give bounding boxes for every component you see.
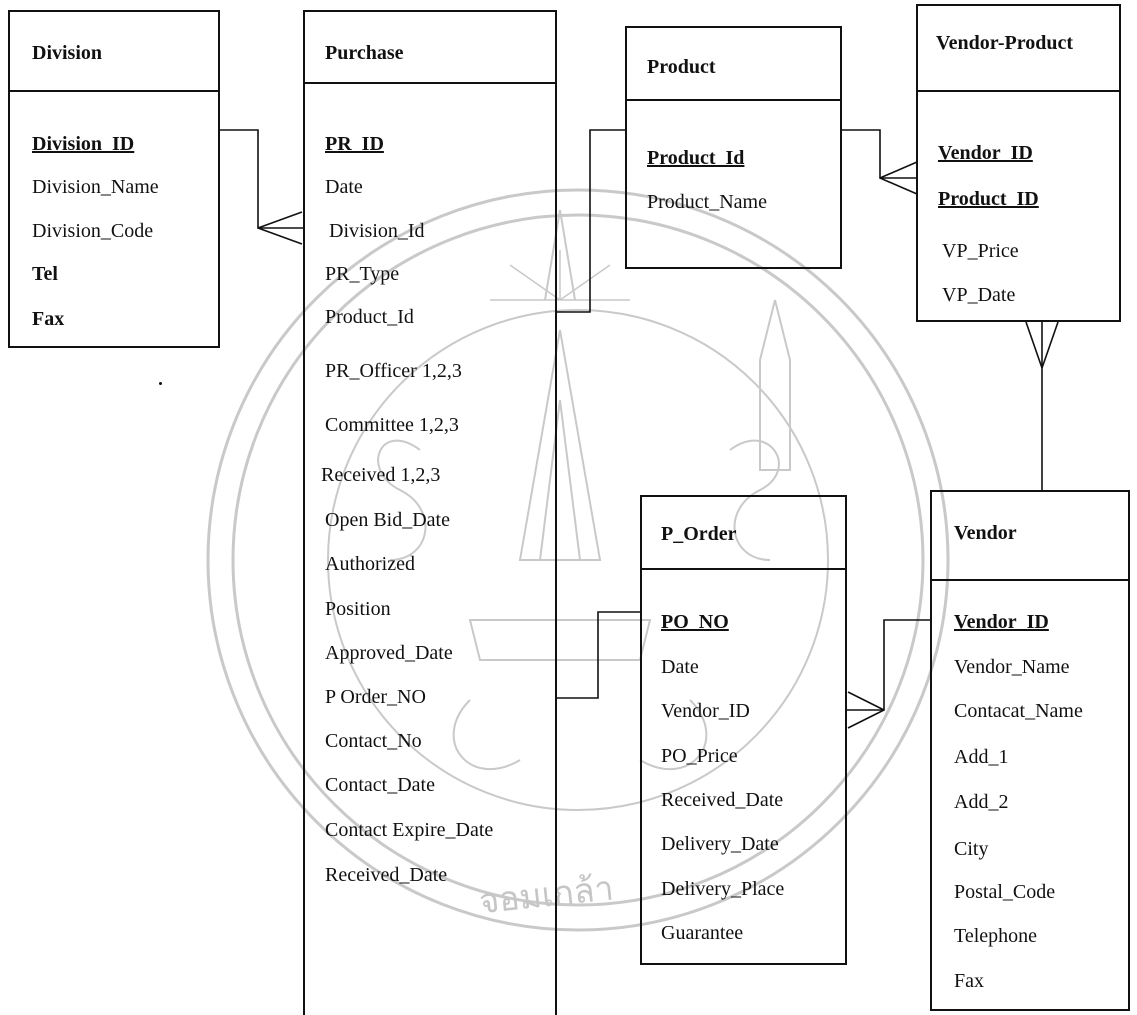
attr-purchase-division-id: Division_Id bbox=[329, 220, 425, 242]
attr-purchase-open-bid-date: Open Bid_Date bbox=[325, 509, 450, 531]
attr-purchase-received: Received 1,2,3 bbox=[321, 464, 441, 486]
attr-vendor-product-price: VP_Price bbox=[942, 240, 1019, 262]
attr-vendor-contact-name: Contacat_Name bbox=[954, 700, 1083, 722]
attr-vendor-name: Vendor_Name bbox=[954, 656, 1070, 678]
attr-purchase-contact-no: Contact_No bbox=[325, 730, 422, 752]
entity-p-order-title: P_Order bbox=[661, 523, 737, 545]
entity-vendor-title: Vendor bbox=[954, 522, 1017, 544]
vendor-porder-relationship bbox=[846, 619, 930, 729]
attr-p-order-date: Date bbox=[661, 656, 699, 678]
entity-division-header: Division bbox=[10, 12, 218, 92]
attr-p-order-guarantee: Guarantee bbox=[661, 922, 744, 944]
attr-division-fax: Fax bbox=[32, 308, 65, 330]
vendor-vendorproduct-relationship bbox=[1025, 321, 1059, 490]
attr-vendor-id: Vendor_ID bbox=[954, 611, 1049, 633]
product-vendorproduct-relationship bbox=[840, 129, 918, 195]
entity-product-title: Product bbox=[647, 56, 716, 78]
attr-purchase-pr-officer: PR_Officer 1,2,3 bbox=[325, 360, 462, 382]
attr-vendor-add-1: Add_1 bbox=[954, 746, 1009, 768]
attr-p-order-po-no: PO_NO bbox=[661, 611, 729, 633]
entity-vendor-header: Vendor bbox=[932, 492, 1128, 581]
stray-dot bbox=[159, 382, 162, 385]
attr-vendor-fax: Fax bbox=[954, 970, 984, 992]
entity-vendor-product-header: Vendor-Product bbox=[918, 6, 1119, 92]
entity-vendor-product: Vendor-Product Vendor_ID Product_ID VP_P… bbox=[916, 4, 1121, 322]
entity-purchase-header: Purchase bbox=[305, 12, 555, 84]
attr-division-tel: Tel bbox=[32, 263, 58, 285]
attr-purchase-position: Position bbox=[325, 598, 391, 620]
attr-purchase-contact-expire-date: Contact Expire_Date bbox=[325, 819, 494, 841]
entity-vendor: Vendor Vendor_ID Vendor_Name Contacat_Na… bbox=[930, 490, 1130, 1011]
product-purchase-relationship bbox=[556, 129, 627, 313]
attr-division-id: Division_ID bbox=[32, 133, 135, 155]
attr-p-order-vendor-id: Vendor_ID bbox=[661, 700, 750, 722]
attr-product-name: Product_Name bbox=[647, 191, 767, 213]
attr-division-name: Division_Name bbox=[32, 176, 159, 198]
attr-division-code: Division_Code bbox=[32, 220, 154, 242]
attr-vendor-postal-code: Postal_Code bbox=[954, 881, 1056, 903]
attr-vendor-product-product-id: Product_ID bbox=[938, 188, 1039, 210]
entity-purchase: Purchase PR_ID Date Division_Id PR_Type … bbox=[303, 10, 557, 1015]
attr-purchase-product-id: Product_Id bbox=[325, 306, 414, 328]
attr-purchase-p-order-no: P Order_NO bbox=[325, 686, 426, 708]
attr-vendor-product-date: VP_Date bbox=[942, 284, 1016, 306]
attr-purchase-authorized: Authorized bbox=[325, 553, 415, 575]
attr-p-order-po-price: PO_Price bbox=[661, 745, 738, 767]
attr-purchase-pr-type: PR_Type bbox=[325, 263, 400, 285]
attr-p-order-delivery-date: Delivery_Date bbox=[661, 833, 779, 855]
attr-product-id: Product_Id bbox=[647, 147, 745, 169]
attr-vendor-telephone: Telephone bbox=[954, 925, 1038, 947]
attr-purchase-contact-date: Contact_Date bbox=[325, 774, 435, 796]
attr-purchase-received-date: Received_Date bbox=[325, 864, 448, 886]
attr-purchase-approved-date: Approved_Date bbox=[325, 642, 453, 664]
entity-division-title: Division bbox=[32, 42, 103, 64]
entity-division: Division Division_ID Division_Name Divis… bbox=[8, 10, 220, 348]
attr-p-order-received-date: Received_Date bbox=[661, 789, 784, 811]
entity-product-header: Product bbox=[627, 28, 840, 101]
entity-purchase-title: Purchase bbox=[325, 42, 404, 64]
attr-purchase-date: Date bbox=[325, 176, 363, 198]
attr-vendor-product-vendor-id: Vendor_ID bbox=[938, 142, 1033, 164]
attr-purchase-committee: Committee 1,2,3 bbox=[325, 414, 459, 436]
entity-vendor-product-title: Vendor-Product bbox=[936, 32, 1074, 54]
entity-p-order-header: P_Order bbox=[642, 497, 845, 570]
entity-p-order: P_Order PO_NO Date Vendor_ID PO_Price Re… bbox=[640, 495, 847, 965]
entity-product: Product Product_Id Product_Name bbox=[625, 26, 842, 269]
attr-purchase-pr-id: PR_ID bbox=[325, 133, 384, 155]
purchase-porder-relationship bbox=[556, 611, 641, 699]
attr-p-order-delivery-place: Delivery_Place bbox=[661, 878, 785, 900]
attr-vendor-city: City bbox=[954, 838, 989, 860]
division-purchase-relationship bbox=[220, 129, 304, 245]
attr-vendor-add-2: Add_2 bbox=[954, 791, 1009, 813]
